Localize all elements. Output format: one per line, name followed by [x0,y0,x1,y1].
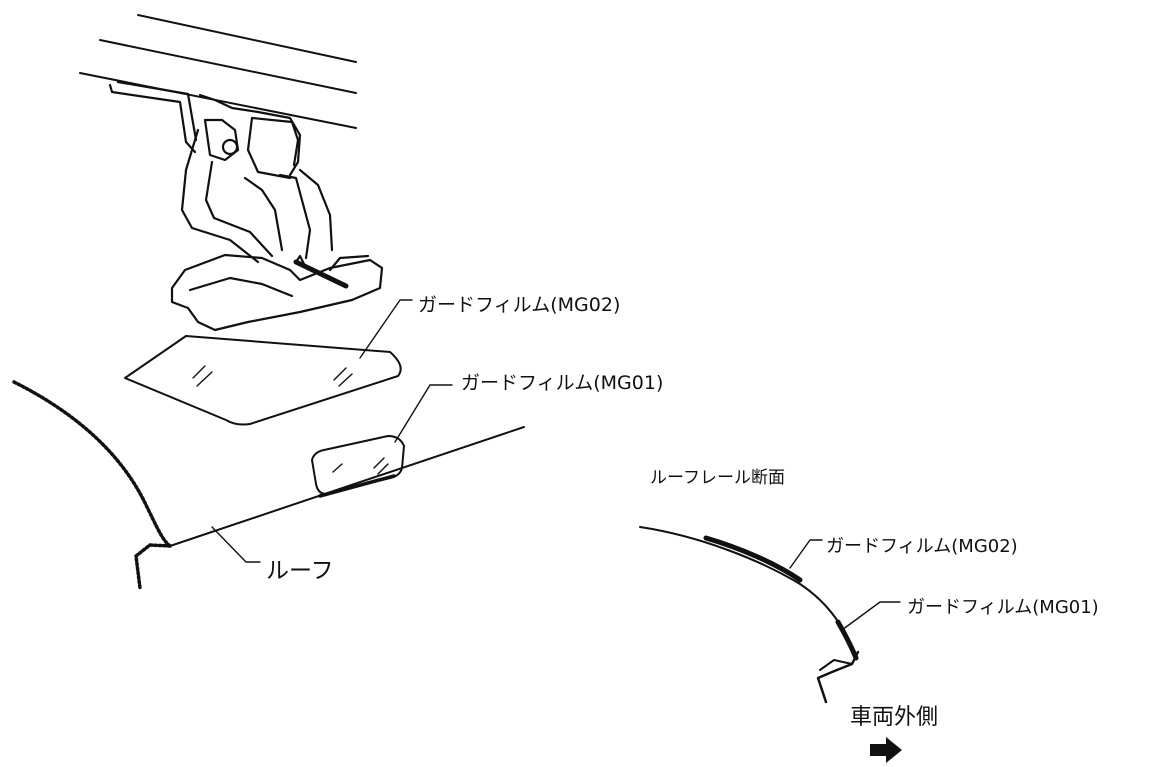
foot-clip-arm [108,83,197,154]
mg02-film-outline [124,335,402,426]
crossbar-edge-top [137,14,357,63]
mg01-glare-2 [373,457,385,469]
foot-body-panel [243,176,284,252]
foot-body-inner [204,160,274,258]
foot-head-block [250,116,300,167]
foot-bolt [221,138,239,156]
foot-pad-rear [328,254,370,272]
roof-leader-line [211,526,261,563]
foot-bolt-plate [203,118,240,162]
label-guard-film-mg01: ガードフィルム(MG01) [461,372,664,394]
mg01-film-edge [318,474,396,498]
label-roof: ルーフ [266,558,334,584]
foot-pad [170,253,384,332]
foot-body-left [180,128,260,264]
foot-pad-inner [188,276,294,298]
mg02-glare-3 [333,367,347,381]
section-flange [816,650,860,704]
foot-body-rib [278,173,312,260]
mg01-glare-3 [377,463,389,475]
section-mg01-film [835,619,859,661]
right-arrow-icon [870,737,902,763]
label-vehicle-outside: 車両外側 [850,705,939,730]
label-section-guard-film-mg01: ガードフィルム(MG01) [907,597,1099,618]
mg01-glare-1 [332,463,343,473]
foot-head-outline [198,93,302,177]
foot-head-side [246,116,292,180]
section-profile [639,526,853,653]
mg01-leader-line [394,384,453,443]
guard-film-mg02 [124,299,413,426]
foot-clip-arm-inner [116,80,198,142]
section-mg02-leader [789,539,823,569]
crossbar [79,14,357,129]
label-roof-rail-section: ルーフレール断面 [650,468,785,488]
section-mg01-leader [841,601,901,631]
foot-adjust-bolt-head [294,254,308,270]
mg02-glare-1 [192,365,206,379]
section-flange-inner [819,659,853,671]
foot-body-right [298,168,334,252]
roof-rail-section [639,526,901,704]
roof-rail-dotted-drop [134,543,172,590]
rack-foot [108,80,384,332]
mg02-glare-4 [338,373,353,387]
crossbar-edge-middle [99,39,357,94]
mg02-leader-line [359,299,413,359]
guard-film-mg01 [311,384,453,498]
roof [12,380,525,590]
roof-rail-dotted-edge [12,380,172,548]
mg01-film-outline [311,435,405,495]
section-mg02-film [703,535,803,583]
mg02-glare-2 [196,371,213,387]
label-guard-film-mg02: ガードフィルム(MG02) [418,294,621,316]
roof-line [169,426,525,547]
label-section-guard-film-mg02: ガードフィルム(MG02) [826,536,1018,557]
